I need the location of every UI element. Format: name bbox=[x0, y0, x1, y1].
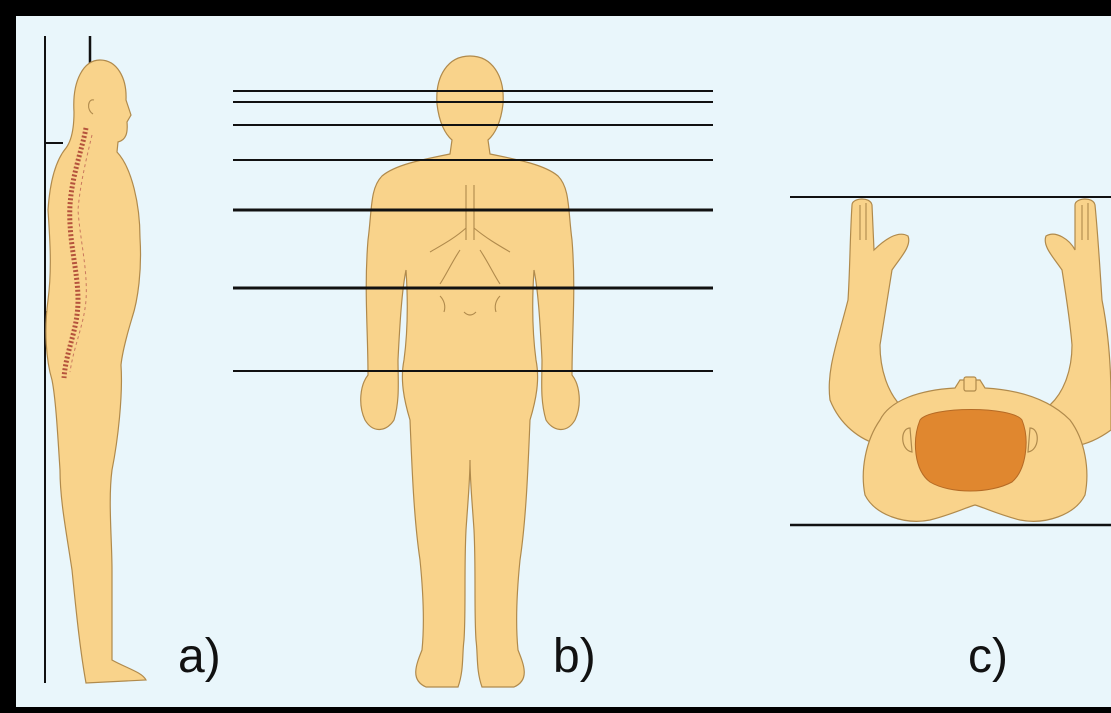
panel-a-side-view bbox=[45, 36, 146, 683]
top-nose bbox=[964, 377, 976, 391]
panel-c-top-view bbox=[790, 197, 1111, 525]
panel-b-back-view bbox=[233, 56, 713, 687]
top-of-head bbox=[915, 410, 1026, 492]
panel-a-label: a) bbox=[178, 630, 221, 683]
panel-c-label: c) bbox=[968, 630, 1008, 683]
side-body-silhouette bbox=[46, 60, 146, 683]
panel-b-label: b) bbox=[553, 630, 596, 683]
